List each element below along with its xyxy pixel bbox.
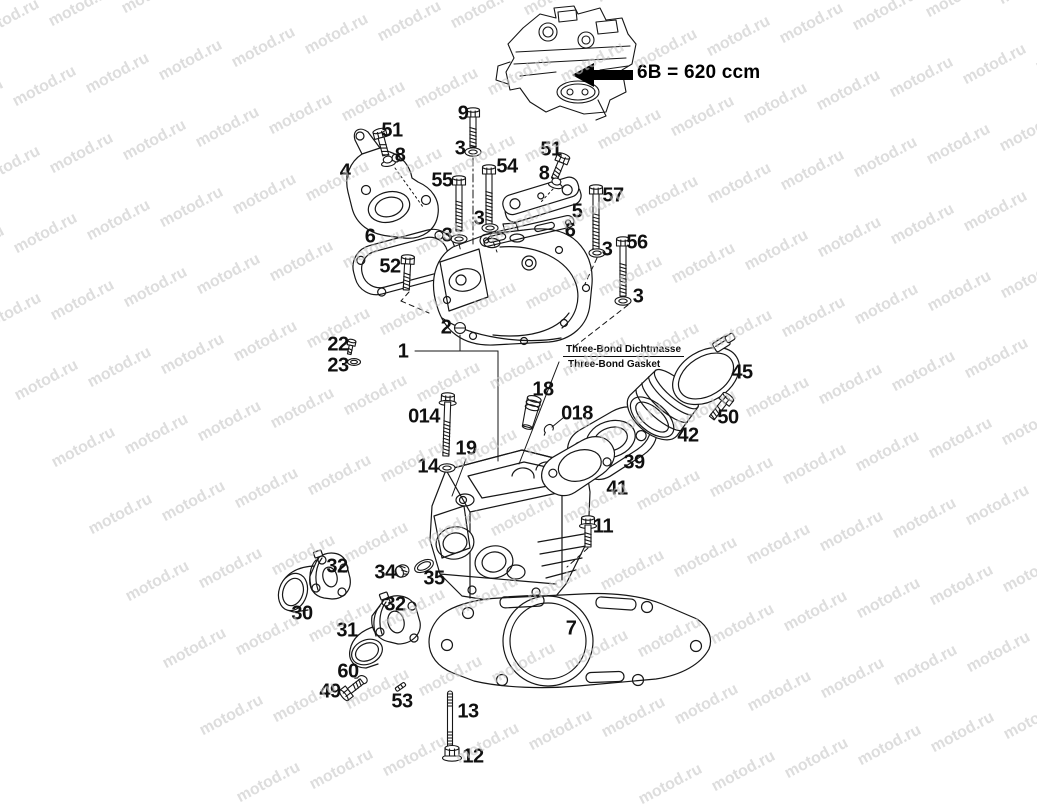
part-washer-3 bbox=[482, 224, 498, 232]
part-oring-35 bbox=[413, 557, 436, 575]
part-plug-34 bbox=[393, 563, 410, 579]
part-bolt-52 bbox=[400, 254, 415, 290]
manifold-31 bbox=[347, 592, 420, 670]
part-bolt-014 bbox=[437, 393, 456, 457]
head-gasket-7 bbox=[429, 593, 711, 687]
thermostat-housing-4 bbox=[347, 129, 439, 238]
part-tube-18 bbox=[520, 394, 542, 430]
part-clip-018 bbox=[541, 423, 555, 435]
part-bolt-49 bbox=[338, 676, 366, 702]
part-pin-53 bbox=[395, 682, 406, 692]
part-stud-13 bbox=[448, 691, 453, 748]
part-screw-22 bbox=[345, 339, 356, 355]
part-bolt-9 bbox=[467, 108, 480, 147]
leader-line bbox=[401, 292, 409, 301]
part-washer-3 bbox=[465, 148, 481, 156]
engine-thumbnail bbox=[496, 6, 636, 120]
part-bolt-56 bbox=[617, 237, 630, 296]
parts-diagram: 6B = 620 ccm Three-Bond Dichtmasse Three… bbox=[0, 0, 1037, 778]
part-bolt-55 bbox=[453, 176, 466, 231]
part-nut12-12 bbox=[443, 746, 462, 762]
part-washer-3 bbox=[615, 297, 631, 305]
leader-line bbox=[401, 301, 429, 313]
leader-line bbox=[552, 418, 563, 427]
part-bolt-54 bbox=[483, 165, 496, 224]
manifold-30 bbox=[274, 550, 350, 615]
part-washer-14 bbox=[439, 464, 455, 472]
part-washer-s-23 bbox=[348, 359, 361, 366]
diagram-artwork bbox=[0, 0, 1037, 778]
part-bolt-57 bbox=[590, 185, 603, 251]
part-grommet-2 bbox=[455, 323, 466, 334]
part-washer-3 bbox=[451, 235, 467, 243]
part-washer-3 bbox=[589, 249, 605, 257]
